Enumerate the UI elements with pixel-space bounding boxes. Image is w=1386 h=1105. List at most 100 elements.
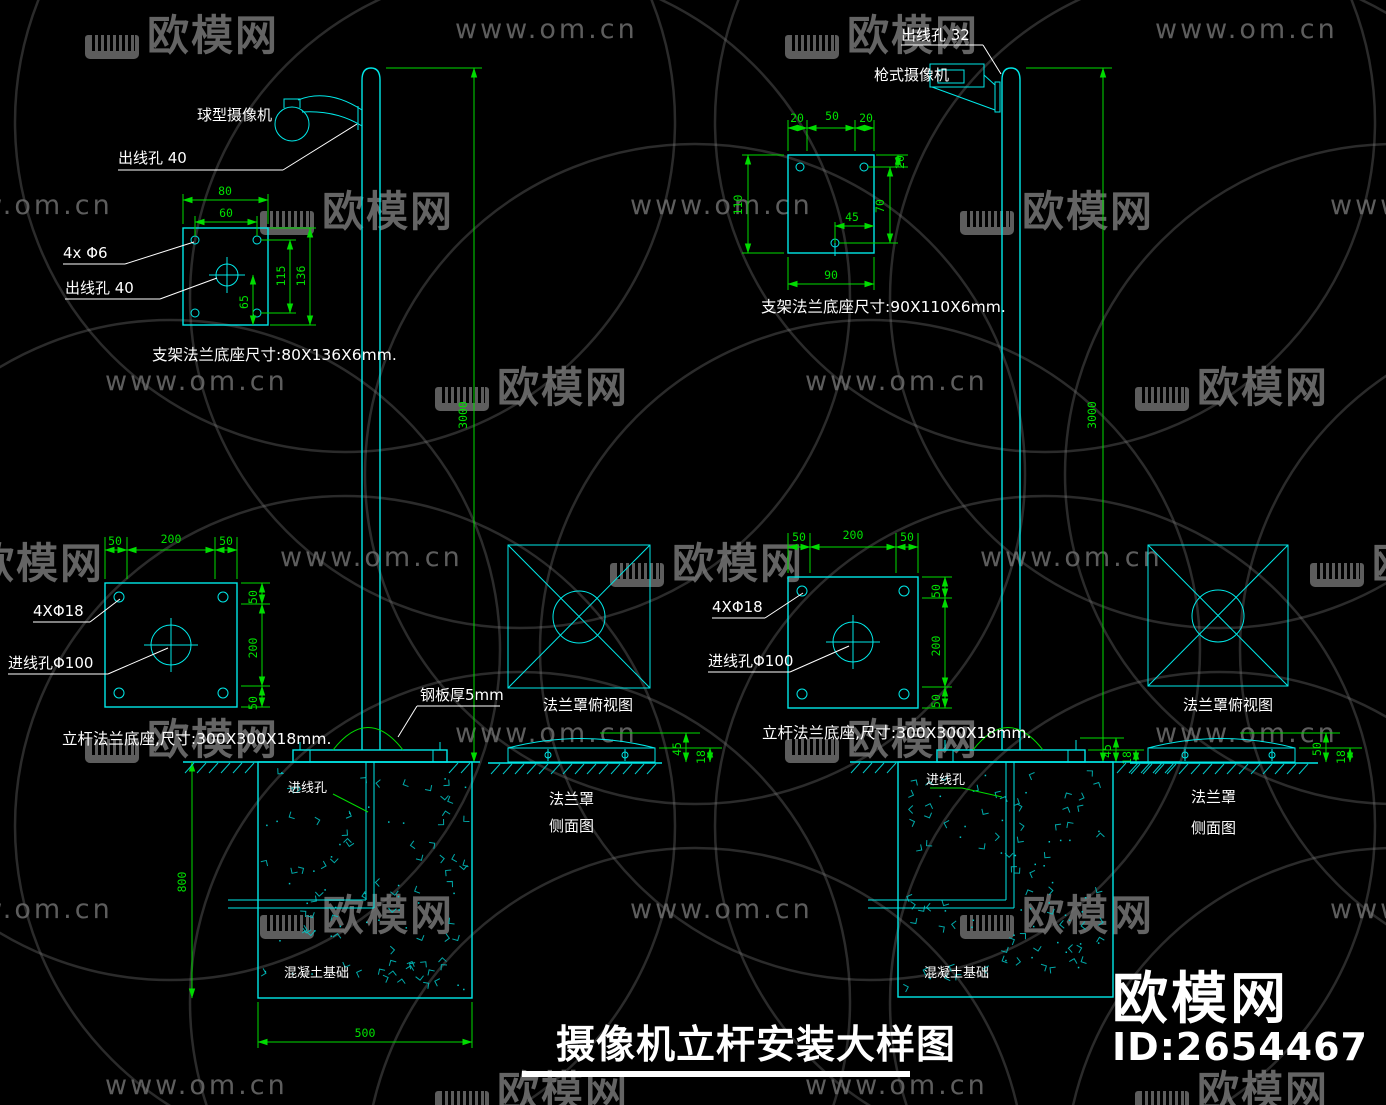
- concrete-label: 混凝土基础: [284, 965, 349, 981]
- dim-3000: 3000: [1085, 401, 1099, 429]
- dim-20: 20: [859, 111, 873, 125]
- dim-200: 200: [246, 638, 260, 659]
- inlet-hole-label: 进线孔Φ100: [8, 654, 93, 672]
- ground-hatch-ticks: [184, 762, 1309, 775]
- concrete-label: 混凝土基础: [924, 965, 989, 981]
- left-flange-cover-side-view: 45 18 法兰罩 侧面图: [507, 732, 722, 835]
- sofa-logo-icon: [260, 915, 314, 939]
- watermark-brand-text: 欧模网: [1197, 1067, 1330, 1105]
- watermark-brand-text: 欧模网: [847, 11, 980, 60]
- site-badge-brand: 欧模网: [1112, 967, 1290, 1033]
- cover-side-label-2: 侧面图: [1191, 819, 1236, 837]
- inlet-hole-label: 进线孔: [288, 781, 327, 796]
- watermark-url: www.om.cn: [105, 366, 288, 397]
- watermark-brand: 欧模网: [1310, 530, 1386, 591]
- left-flange-cover-top-view: 法兰罩俯视图: [507, 544, 651, 714]
- watermark-url: www.om.cn: [1330, 190, 1386, 221]
- drawing-title: 摄像机立杆安装大样图: [522, 1023, 955, 1077]
- dim-45: 45: [1100, 744, 1114, 758]
- watermark-brand-text: 欧模网: [0, 539, 105, 588]
- dim-200: 200: [929, 636, 943, 657]
- watermark-brand: 欧模网: [785, 2, 979, 63]
- dim-50: 50: [929, 694, 943, 708]
- right-foundation: 进线孔 混凝土基础: [868, 761, 1114, 998]
- right-flange-cover-side-view: 50 18 法兰罩 侧面图: [1147, 732, 1362, 837]
- dim-70: 70: [873, 199, 887, 213]
- watermark-brand: 欧模网: [260, 882, 454, 943]
- watermark-brand: 欧模网: [85, 2, 279, 63]
- watermark-brand: 欧模网: [960, 882, 1154, 943]
- sofa-logo-icon: [960, 915, 1014, 939]
- left-foundation-hatch: [260, 768, 470, 991]
- watermark-brand-text: 欧模网: [847, 715, 980, 764]
- dim-110: 110: [731, 195, 745, 216]
- pole-flange-caption: 立杆法兰底座,尺寸:300X300X18mm.: [762, 724, 1031, 742]
- sofa-logo-icon: [785, 739, 839, 763]
- dim-20: 20: [893, 155, 907, 169]
- watermark-brand-text: 欧模网: [1022, 891, 1155, 940]
- right-outlet-callout: 出线孔 32: [901, 26, 1002, 75]
- left-dome-camera: [274, 95, 363, 142]
- right-flange-cover-top-view: 法兰罩俯视图: [1147, 544, 1289, 714]
- watermark-url: www.om.cn: [1155, 14, 1338, 45]
- left-pole-height-dim: 3000: [386, 67, 482, 763]
- watermark-brand-text: 欧模网: [147, 11, 280, 60]
- watermark-brand: 欧模网: [960, 178, 1154, 239]
- dim-45: 45: [845, 210, 859, 224]
- sofa-logo-icon: [1135, 387, 1189, 411]
- dim-65: 65: [237, 295, 251, 309]
- watermark-brand: 欧模网: [435, 354, 629, 415]
- dome-camera-label: 球型摄像机: [197, 106, 272, 124]
- dim-18: 18: [694, 750, 708, 764]
- cover-side-label-1: 法兰罩: [1191, 788, 1236, 806]
- left-outlet-callout: 出线孔 40: [118, 123, 358, 171]
- sofa-logo-icon: [960, 211, 1014, 235]
- dim-90: 90: [824, 268, 838, 282]
- watermark-url: www.om.cn: [630, 894, 813, 925]
- outlet-callout-label: 出线孔 40: [118, 149, 187, 167]
- left-steel-plate-callout: 钢板厚5mm: [397, 686, 504, 738]
- outlet-hole-label: 出线孔 40: [65, 279, 134, 297]
- watermark-url: www.om.cn: [805, 366, 988, 397]
- watermark-brand: 欧模网: [0, 530, 104, 591]
- dim-20: 20: [790, 111, 804, 125]
- left-foundation: 进线孔 混凝土基础 800 500: [175, 761, 473, 1048]
- watermark-brand-text: 欧模网: [497, 363, 630, 412]
- watermark-brand: 欧模网: [785, 706, 979, 767]
- anchor-holes-label: 4XΦ18: [712, 598, 763, 616]
- anchor-holes-label: 4XΦ18: [33, 602, 84, 620]
- dim-500: 500: [355, 1026, 376, 1040]
- dim-50: 50: [929, 584, 943, 598]
- outlet-callout-label: 出线孔 32: [901, 26, 970, 44]
- dim-200: 200: [843, 528, 864, 542]
- watermark-url: www.om.cn: [105, 1070, 288, 1101]
- right-bullet-camera: [929, 63, 1001, 113]
- dim-200: 200: [161, 532, 182, 546]
- right-bracket-flange-detail: 20 50 20 110 20 70 45 90 支架法兰底座尺寸:90X110…: [731, 109, 1006, 316]
- right-foundation-hatch: [903, 770, 1105, 993]
- sofa-logo-icon: [435, 387, 489, 411]
- left-bracket-flange-detail: 80 60 115 136 65 4x Φ6 出线孔 40 支架法兰底座尺寸:8…: [63, 184, 397, 364]
- watermark-brand: 欧模网: [610, 530, 804, 591]
- dim-60: 60: [219, 206, 233, 220]
- sofa-logo-icon: [85, 35, 139, 59]
- dim-50: 50: [246, 590, 260, 604]
- right-pole: [1001, 67, 1021, 908]
- title-underline: [522, 1071, 910, 1077]
- watermark-brand-text: 欧模网: [322, 891, 455, 940]
- dim-800: 800: [175, 872, 189, 893]
- dim-45: 45: [670, 742, 684, 756]
- dim-136: 136: [294, 266, 308, 287]
- left-pole: [361, 67, 381, 908]
- sofa-logo-icon: [435, 1091, 489, 1105]
- left-pole-flange-detail: 50 200 50 50 200 50 4XΦ18 进线孔Φ100 立杆法兰底座…: [8, 532, 331, 748]
- watermark-url: www.om.cn: [280, 542, 463, 573]
- right-pole-flange-detail: 50 200 50 50 200 50 4XΦ18 进线孔Φ100 立杆法兰底座…: [708, 528, 1031, 742]
- watermark-url: www.om.cn: [0, 190, 113, 221]
- dim-50: 50: [108, 534, 122, 548]
- site-badge: 欧模网 ID:2654467: [1112, 971, 1368, 1067]
- watermark-url: www.om.cn: [1330, 894, 1386, 925]
